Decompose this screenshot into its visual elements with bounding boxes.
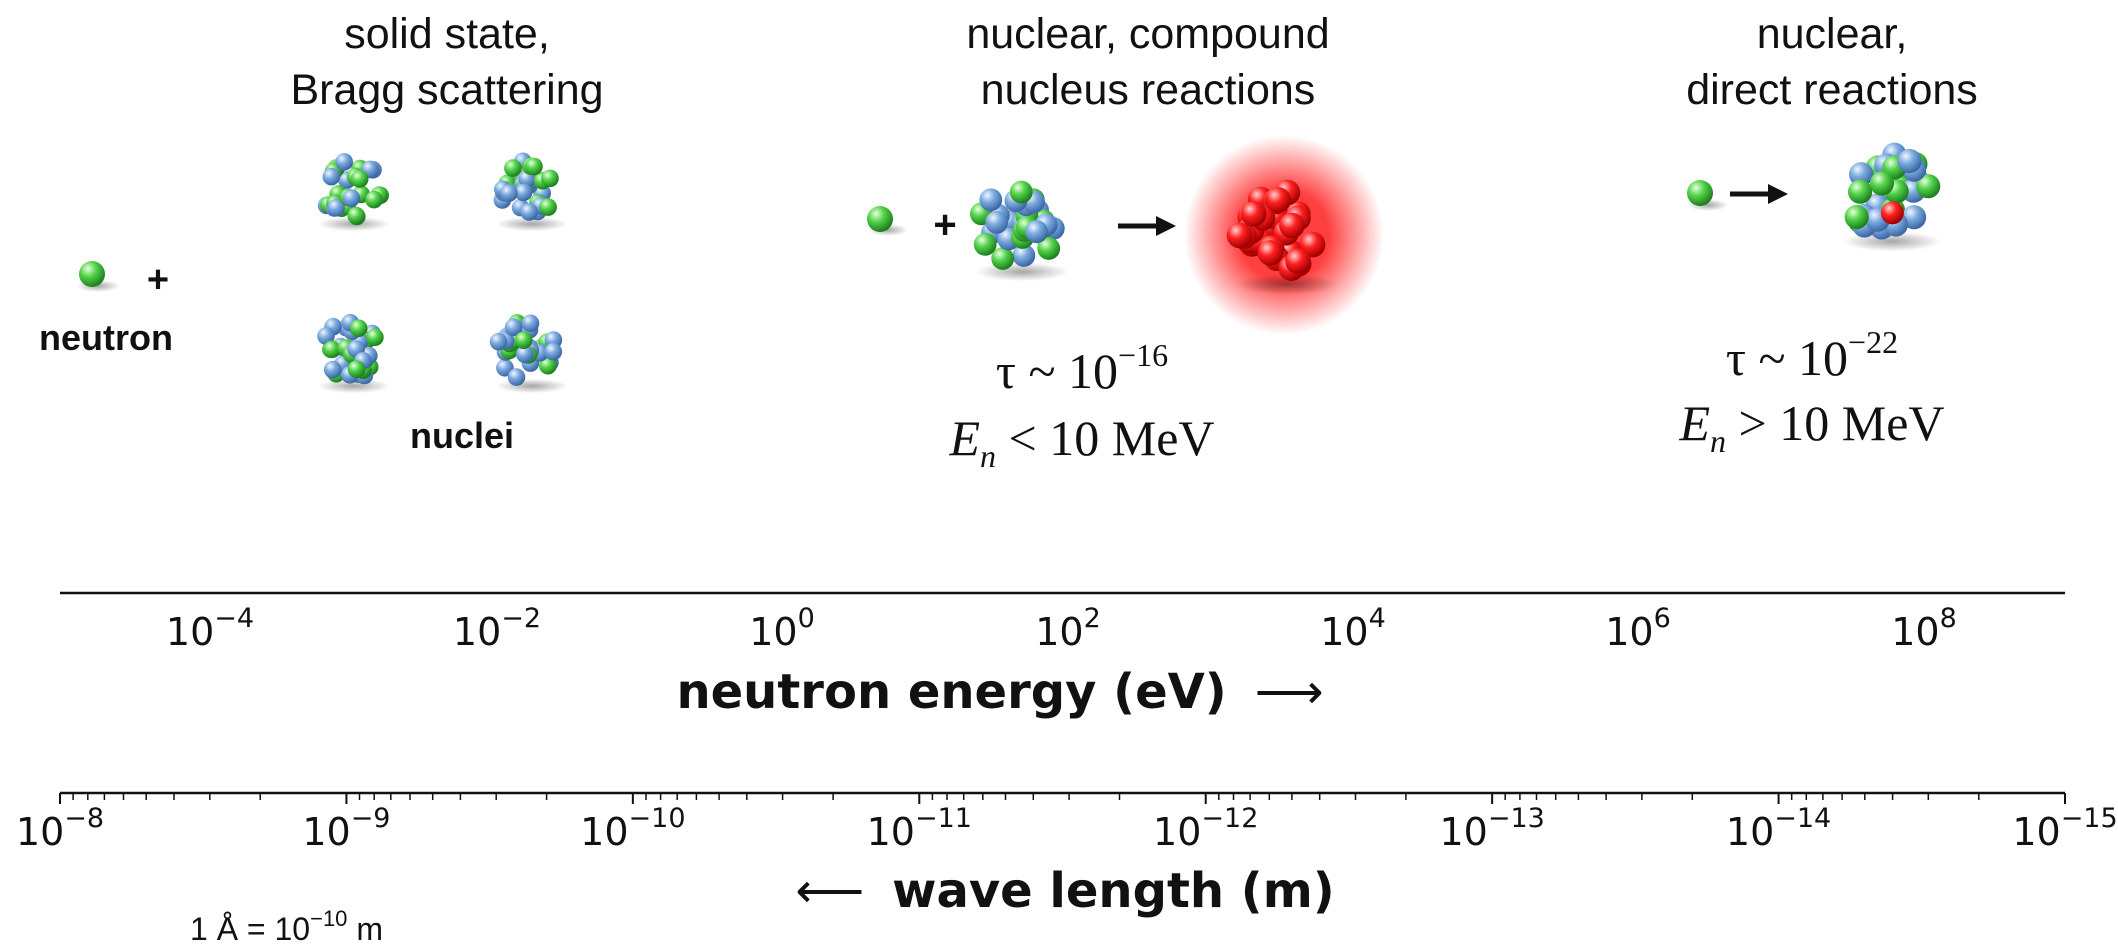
compound-nucleus bbox=[1184, 135, 1384, 335]
target-nucleus bbox=[1842, 142, 1942, 252]
tau-exponent: −22 bbox=[1848, 324, 1898, 360]
svg-text:En < 10 MeV: En < 10 MeV bbox=[948, 410, 1214, 474]
wavelength-axis-label: wave length (m) bbox=[892, 863, 1335, 919]
energy-tick-label: 10−4 bbox=[166, 603, 254, 654]
svg-text:⟵wave length (m): ⟵ wave length (m) bbox=[795, 863, 1334, 919]
energy-condition: < 10 MeV bbox=[996, 410, 1214, 466]
nucleus bbox=[493, 152, 568, 232]
nucleus-lattice bbox=[317, 152, 568, 394]
section-title-line1: nuclear, bbox=[1757, 10, 1908, 58]
energy-tick-label: 106 bbox=[1605, 603, 1671, 654]
energy-subscript: n bbox=[1710, 423, 1726, 459]
angstrom-note-text: 1 Å = 10 bbox=[190, 911, 310, 946]
wavelength-axis-ticks: 10−8 10−9 10−10 10−11 10−12 10−13 10−14 10−15 bbox=[16, 793, 2118, 854]
tau-relation: τ ~ 10 bbox=[996, 343, 1118, 399]
nucleus bbox=[489, 314, 568, 394]
nucleus bbox=[317, 153, 390, 232]
section-title-line1: nuclear, compound bbox=[966, 10, 1329, 58]
wavelength-tick-label: 10−11 bbox=[867, 803, 972, 854]
energy-tick-label: 10−2 bbox=[453, 603, 541, 654]
neutron-particle bbox=[867, 206, 908, 236]
wavelength-tick-label: 10−14 bbox=[1726, 803, 1831, 854]
section-title-line1: solid state, bbox=[344, 10, 550, 58]
svg-text:En > 10 MeV: En > 10 MeV bbox=[1678, 395, 1944, 459]
wavelength-minor-ticks bbox=[72, 793, 1980, 800]
svg-text:neutron energy (eV)⟶: neutron energy (eV) ⟶ bbox=[676, 664, 1323, 720]
angstrom-note-exp: −10 bbox=[310, 906, 347, 931]
energy-symbol: E bbox=[948, 410, 980, 466]
plus-sign: + bbox=[933, 203, 956, 247]
wavelength-tick-label: 10−15 bbox=[2012, 803, 2117, 854]
nuclei-label: nuclei bbox=[410, 415, 514, 456]
wavelength-tick-label: 10−8 bbox=[16, 803, 104, 854]
direct-formula: τ ~ 10−22 En > 10 MeV bbox=[1678, 324, 1944, 459]
energy-tick-label: 104 bbox=[1320, 603, 1386, 654]
reaction-arrow bbox=[1118, 216, 1176, 236]
reaction-arrow bbox=[1730, 184, 1788, 204]
arrow-right-icon: ⟶ bbox=[1255, 664, 1324, 720]
compound-nucleus-core bbox=[1226, 179, 1341, 295]
svg-text:τ ~ 10−16: τ ~ 10−16 bbox=[996, 337, 1168, 399]
target-nucleus bbox=[970, 180, 1069, 282]
energy-condition: > 10 MeV bbox=[1726, 395, 1944, 451]
arrow-left-icon: ⟵ bbox=[795, 863, 864, 919]
energy-tick-label: 102 bbox=[1035, 603, 1101, 654]
tau-relation: τ ~ 10 bbox=[1726, 330, 1848, 386]
section-title-line2: direct reactions bbox=[1686, 66, 1978, 114]
nucleus bbox=[317, 313, 390, 394]
wavelength-tick-label: 10−9 bbox=[302, 803, 390, 854]
wavelength-tick-label: 10−12 bbox=[1153, 803, 1258, 854]
section-solid-state: solid state, Bragg scattering bbox=[290, 10, 603, 114]
compound-formula: τ ~ 10−16 En < 10 MeV bbox=[948, 337, 1214, 474]
tau-exponent: −16 bbox=[1118, 337, 1168, 373]
neutron-particle bbox=[1687, 180, 1728, 211]
angstrom-note: 1 Å = 10−10 m bbox=[190, 906, 383, 946]
svg-text:τ ~ 10−22: τ ~ 10−22 bbox=[1726, 324, 1898, 386]
angstrom-note-unit: m bbox=[347, 911, 383, 946]
neutron-particle bbox=[76, 261, 120, 292]
wavelength-tick-label: 10−10 bbox=[580, 803, 685, 854]
energy-axis: 10−4 10−2 100 102 104 106 108 neutron energy (… bbox=[60, 591, 2065, 720]
section-direct-reactions: nuclear, direct reactions bbox=[1686, 10, 1978, 114]
plus-sign: + bbox=[147, 259, 169, 301]
energy-subscript: n bbox=[980, 438, 996, 474]
neutron-label: neutron bbox=[39, 317, 173, 358]
energy-tick-label: 108 bbox=[1891, 603, 1957, 654]
energy-tick-label: 100 bbox=[749, 603, 815, 654]
section-title-line2: Bragg scattering bbox=[290, 66, 603, 114]
energy-axis-label: neutron energy (eV) bbox=[676, 664, 1226, 720]
energy-axis-ticks: 10−4 10−2 100 102 104 106 108 bbox=[166, 603, 1957, 654]
wavelength-tick-label: 10−13 bbox=[1439, 803, 1544, 854]
wavelength-axis: 10−8 10−9 10−10 10−11 10−12 10−13 10−14 10−15 ⟵… bbox=[16, 791, 2118, 946]
section-compound-nucleus: nuclear, compound nucleus reactions bbox=[966, 10, 1329, 114]
section-title-line2: nucleus reactions bbox=[981, 66, 1316, 114]
energy-symbol: E bbox=[1678, 395, 1710, 451]
